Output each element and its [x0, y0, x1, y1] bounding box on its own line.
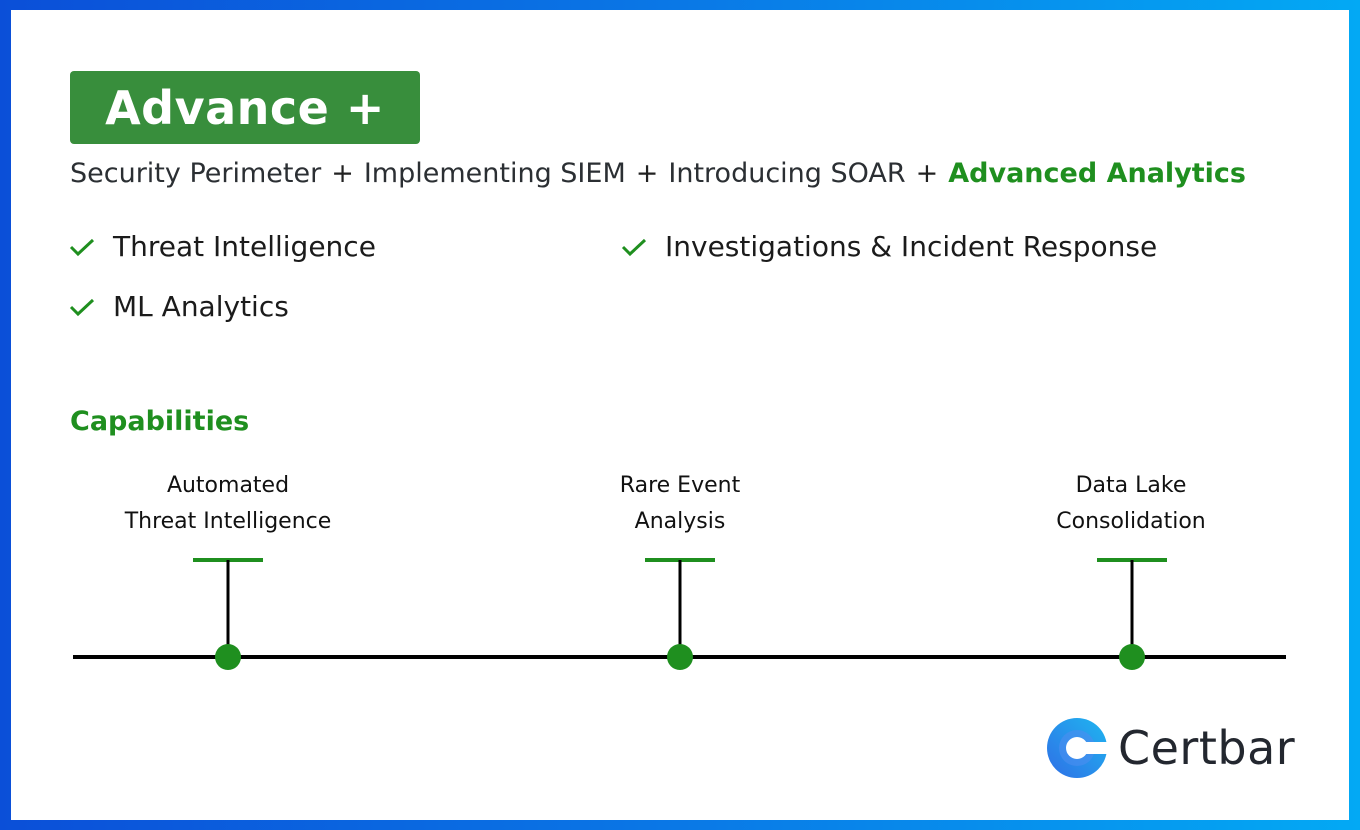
subtitle-item: Implementing SIEM: [363, 158, 626, 189]
check-icon: [69, 298, 95, 316]
milestone-dot: [1119, 644, 1145, 670]
milestone-label-line1: Data Lake: [1075, 473, 1187, 498]
slide-frame: Advance + Security Perimeter + Implementin…: [11, 10, 1349, 820]
milestone-label-line1: Rare Event: [619, 473, 741, 498]
plus-separator: +: [635, 158, 659, 189]
feature-item: Threat Intelligence: [69, 230, 376, 263]
milestone-label-line2: Consolidation: [1056, 509, 1206, 534]
subtitle-highlight: Advanced Analytics: [948, 158, 1247, 189]
check-icon: [69, 238, 95, 256]
milestone-label: Rare Event Analysis: [510, 468, 850, 540]
milestone-label-line2: Analysis: [634, 509, 726, 534]
check-icon: [621, 238, 647, 256]
feature-label: Investigations & Incident Response: [665, 230, 1158, 263]
subtitle-item: Security Perimeter: [70, 158, 322, 189]
capabilities-title: Capabilities: [70, 406, 250, 437]
plus-separator: +: [915, 158, 939, 189]
feature-item: Investigations & Incident Response: [621, 230, 1157, 263]
tier-badge: Advance +: [70, 71, 420, 144]
subtitle-item: Introducing SOAR: [668, 158, 906, 189]
milestone-label: Automated Threat Intelligence: [58, 468, 398, 540]
milestone-dot: [667, 644, 693, 670]
certbar-logo: Certbar: [1046, 717, 1295, 779]
milestone-label: Data Lake Consolidation: [961, 468, 1301, 540]
feature-item: ML Analytics: [69, 290, 289, 323]
tier-subtitle: Security Perimeter + Implementing SIEM + Int…: [70, 158, 1246, 189]
plus-separator: +: [331, 158, 354, 189]
certbar-logo-icon: [1047, 718, 1108, 778]
feature-label: ML Analytics: [113, 290, 289, 323]
milestone-label-line2: Threat Intelligence: [124, 509, 332, 534]
milestone-dot: [215, 644, 241, 670]
certbar-logo-text: Certbar: [1118, 721, 1296, 775]
feature-label: Threat Intelligence: [113, 230, 376, 263]
milestone-label-line1: Automated: [166, 473, 290, 498]
